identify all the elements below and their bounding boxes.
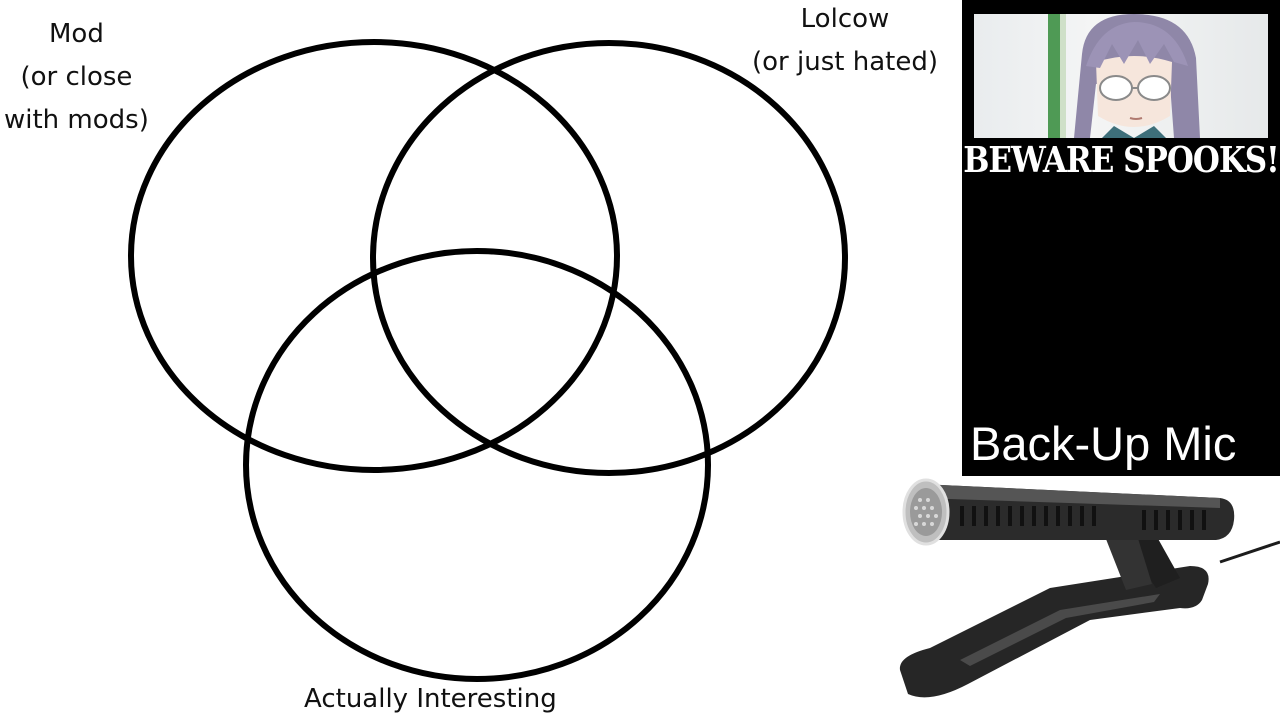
set-label-line: (or close	[20, 62, 133, 92]
stream-overlay-panel: BEWARE SPOOKS! Back-Up Mic	[962, 0, 1280, 476]
venn-circle-mod	[128, 39, 620, 473]
set-label-line: (or just hated)	[752, 47, 938, 77]
set-label-line: Actually Interesting	[304, 684, 557, 714]
anime-character-with-glasses-icon	[1048, 14, 1200, 138]
venn-circle-lolcow	[370, 40, 848, 476]
set-label-lolcow: Lolcow (or just hated)	[752, 0, 938, 84]
meme-caption: BEWARE SPOOKS!	[963, 140, 1280, 182]
set-label-line: with mods)	[4, 105, 149, 135]
set-label-interesting: Actually Interesting	[304, 678, 557, 720]
set-label-mod: Mod (or close with mods)	[4, 13, 149, 142]
backup-mic-label: Back-Up Mic	[970, 417, 1237, 470]
shotgun-microphone-icon	[899, 478, 1280, 698]
set-label-line: Lolcow	[800, 4, 890, 34]
set-label-line: Mod	[49, 19, 104, 49]
anime-character-image	[974, 14, 1268, 138]
venn-circle-interesting	[243, 248, 711, 682]
